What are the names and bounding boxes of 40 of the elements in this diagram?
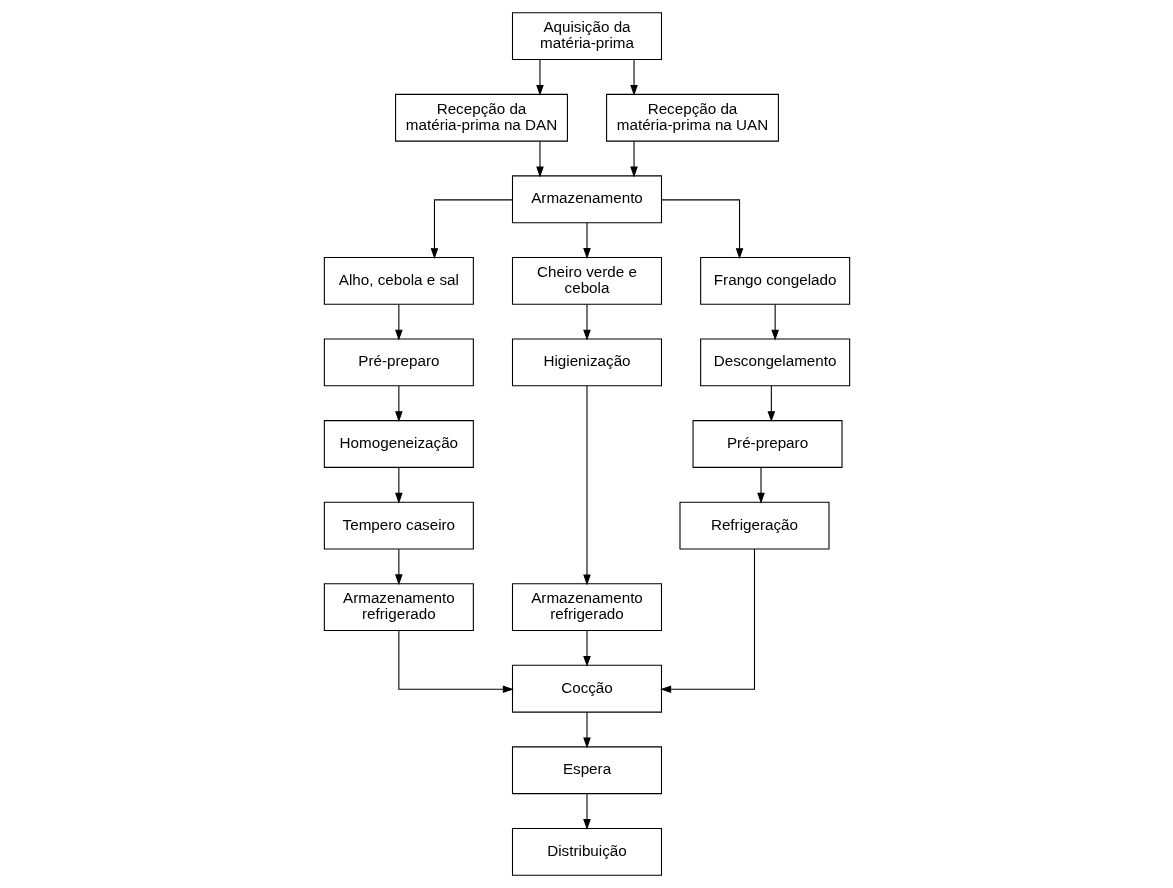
node-box: Pré-preparo: [323, 338, 474, 387]
node-box: Homogeneização: [323, 420, 474, 468]
node-box: Armazenamento refrigerado: [511, 583, 662, 632]
arrow: [430, 199, 513, 260]
node-box: Cheiro verde e cebola: [511, 256, 662, 305]
node-box: Armazenamento: [511, 175, 662, 224]
node-box: Recepção da matéria-prima na DAN: [394, 93, 568, 142]
arrow: [394, 385, 403, 423]
arrow: [397, 630, 514, 694]
arrow: [582, 630, 591, 667]
node-box: Higienização: [511, 338, 662, 387]
node-box: Recepção da matéria-prima na UAN: [605, 93, 779, 142]
arrow: [582, 385, 591, 586]
node-box: Cocção: [511, 664, 662, 713]
node-box: Tempero caseiro: [323, 501, 474, 550]
arrow: [582, 303, 591, 341]
arrow: [394, 548, 403, 586]
node-box: Frango congelado: [699, 256, 850, 305]
arrow: [582, 222, 591, 259]
arrow: [394, 467, 403, 504]
node-box: Armazenamento refrigerado: [323, 583, 474, 632]
arrow: [659, 548, 755, 694]
arrow: [660, 199, 743, 260]
arrow: [756, 467, 765, 504]
node-box: Alho, cebola e sal: [323, 256, 474, 305]
node-box: Aquisição da matéria-prima: [511, 12, 662, 61]
node-box: Pré-preparo: [692, 420, 843, 468]
arrow: [582, 793, 591, 830]
node-box: Descongelamento: [699, 338, 850, 387]
arrow: [535, 59, 544, 96]
node-box: Espera: [511, 746, 662, 795]
node-box: Refrigeração: [678, 501, 830, 550]
arrow: [770, 303, 779, 341]
arrow: [535, 140, 544, 178]
arrow: [629, 140, 638, 178]
arrow: [394, 303, 403, 341]
arrow: [629, 59, 638, 96]
node-box: Distribuição: [511, 827, 662, 876]
arrow: [767, 385, 775, 423]
arrow: [582, 711, 591, 749]
